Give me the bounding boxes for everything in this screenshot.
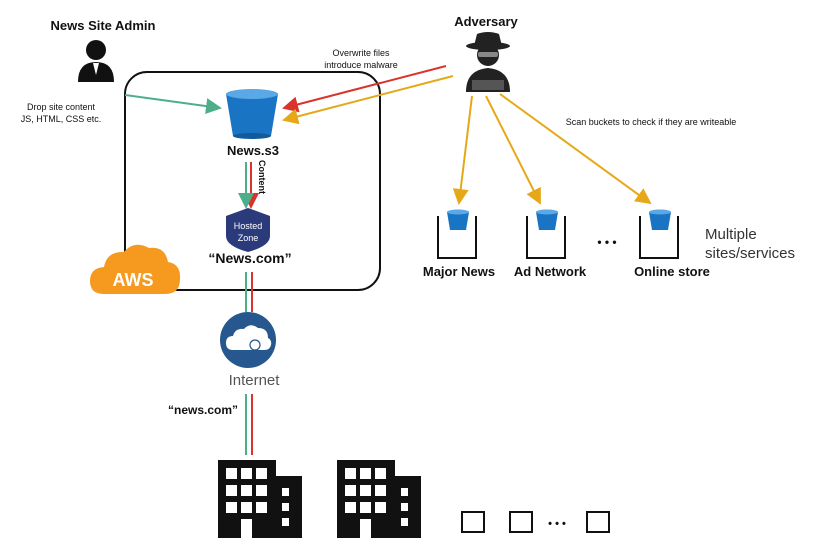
dns-label: “news.com” (168, 403, 238, 417)
aws-cloud-icon (90, 244, 181, 294)
person-icon (78, 40, 114, 82)
zone-label-line2: Zone (238, 233, 259, 243)
scan-arrow-news (282, 75, 454, 125)
target-label: Online store (634, 264, 710, 279)
clients-more: • • • (548, 518, 566, 530)
multiple-label-line2: sites/services (705, 245, 795, 262)
client-box (586, 511, 610, 533)
client-box (509, 511, 533, 533)
client-box (461, 511, 485, 533)
scan-arrow-online-store (499, 93, 652, 205)
internet-label: Internet (229, 372, 281, 389)
building-icon (337, 460, 421, 538)
target-frame (639, 216, 679, 259)
bucket-icon (447, 209, 469, 230)
multiple-label-line1: Multiple (705, 226, 757, 243)
scan-arrow-major-news (452, 95, 473, 205)
domain-label: “News.com” (208, 250, 291, 266)
aws-logo-text: AWS (112, 270, 153, 290)
cloud-icon (220, 312, 276, 368)
scan-arrow-ad-network (485, 95, 541, 205)
content-label: Content (257, 160, 267, 194)
target-label: Major News (423, 264, 495, 279)
admin-note-line1: Drop site content (27, 102, 96, 112)
target-label: Ad Network (514, 264, 587, 279)
overwrite-label-line1: Overwrite files (332, 48, 390, 58)
adversary-icon (466, 32, 510, 92)
bucket-icon (226, 89, 278, 139)
target-frame (437, 216, 477, 259)
zone-label-line1: Hosted (234, 221, 263, 231)
building-icon (218, 460, 302, 538)
scan-label: Scan buckets to check if they are writea… (566, 117, 737, 127)
bucket-icon (649, 209, 671, 230)
bucket-icon (536, 209, 558, 230)
target-frame (526, 216, 566, 259)
overwrite-arrow (282, 65, 447, 113)
hosted-zone-icon (226, 208, 270, 252)
bucket-label: News.s3 (227, 143, 279, 158)
overwrite-label-line2: introduce malware (324, 60, 398, 70)
targets-more: • • • (597, 235, 616, 249)
admin-title: News Site Admin (51, 18, 156, 33)
admin-upload-arrow (124, 94, 222, 115)
adversary-title: Adversary (454, 14, 518, 29)
admin-note-line2: JS, HTML, CSS etc. (21, 114, 102, 124)
